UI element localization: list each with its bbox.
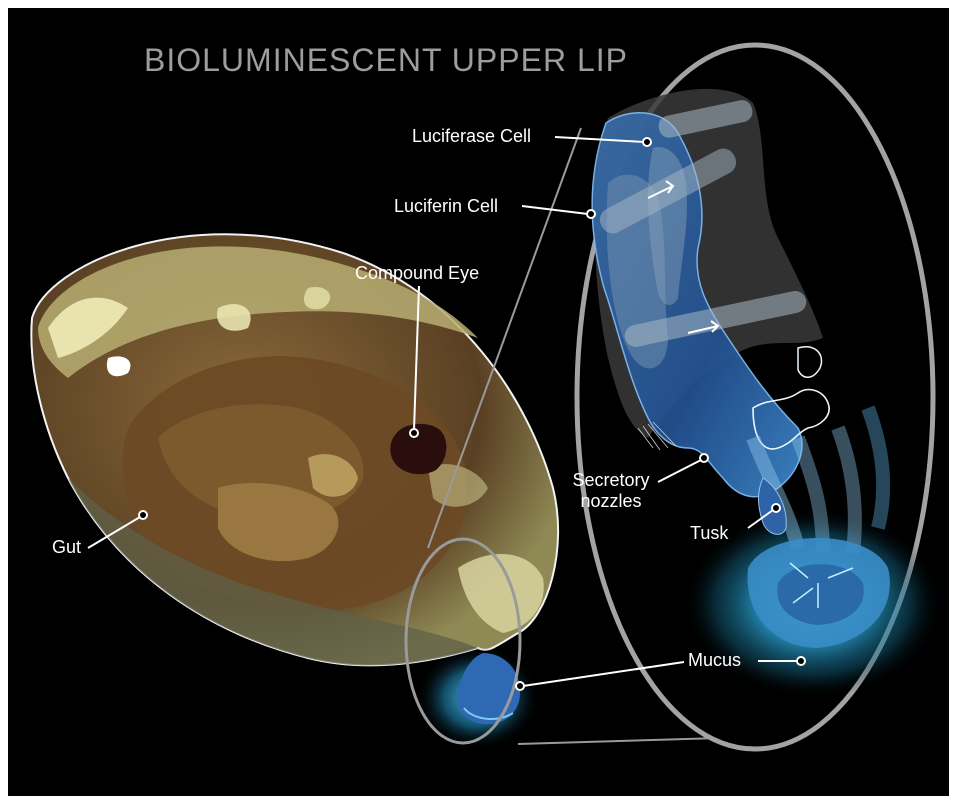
label-secretory-nozzles: Secretory nozzles: [564, 470, 658, 512]
label-luciferase-cell: Luciferase Cell: [412, 126, 531, 147]
label-mucus: Mucus: [688, 650, 741, 671]
diagram-canvas: BIOLUMINESCENT UPPER LIP Luciferase Cell…: [8, 8, 949, 796]
label-secretory-line1: Secretory: [564, 470, 658, 491]
label-luciferin-cell: Luciferin Cell: [394, 196, 498, 217]
label-compound-eye: Compound Eye: [355, 263, 479, 284]
label-secretory-line2: nozzles: [564, 491, 658, 512]
label-tusk: Tusk: [690, 523, 728, 544]
diagram-title: BIOLUMINESCENT UPPER LIP: [144, 42, 628, 79]
ostracod-body: [31, 234, 558, 750]
label-gut: Gut: [52, 537, 81, 558]
magnified-upper-lip: [577, 45, 943, 749]
